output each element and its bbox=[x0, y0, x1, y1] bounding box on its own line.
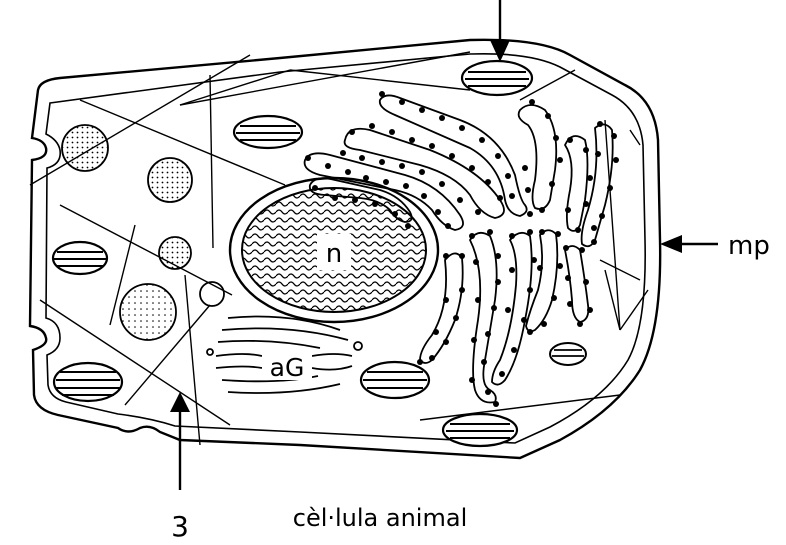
nucleus-label: n bbox=[326, 239, 342, 269]
membrane-label: mp bbox=[728, 231, 770, 261]
mitochondrion bbox=[54, 363, 122, 401]
vesicle bbox=[120, 284, 176, 340]
vesicle bbox=[62, 125, 108, 171]
mitochondrion bbox=[234, 116, 302, 148]
mitochondrion bbox=[361, 362, 429, 398]
caption: cèl·lula animal bbox=[293, 504, 467, 532]
mitochondrion bbox=[53, 242, 107, 274]
mitochondrion bbox=[550, 343, 586, 365]
golgi-label: aG bbox=[270, 353, 305, 382]
pointer-3-label: 3 bbox=[171, 510, 189, 543]
vesicle bbox=[159, 237, 191, 269]
vesicle bbox=[148, 158, 192, 202]
membrane-arrow bbox=[660, 235, 718, 253]
mitochondrion bbox=[443, 414, 517, 446]
mitochondrion bbox=[462, 61, 532, 95]
